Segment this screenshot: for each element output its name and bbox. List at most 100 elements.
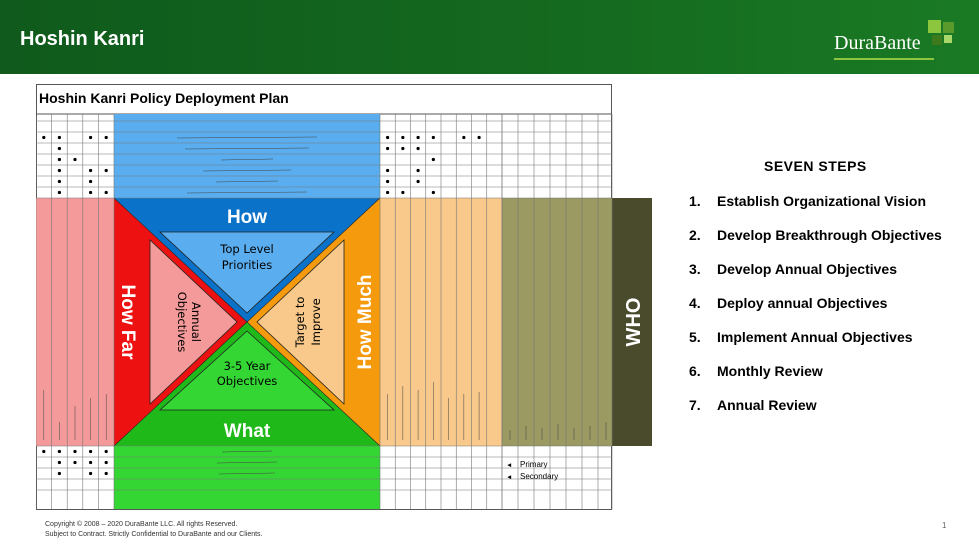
dot-mark	[462, 135, 466, 140]
left-triangle-line2: Objectives	[175, 292, 189, 353]
top-rows-band	[114, 114, 380, 198]
dot-mark	[73, 460, 77, 465]
dot-mark	[104, 190, 108, 195]
dot-mark	[57, 460, 61, 465]
dot-mark	[104, 471, 108, 476]
logo-square-icon	[943, 22, 954, 33]
step-label: Annual Review	[717, 397, 817, 413]
step-label: Implement Annual Objectives	[717, 329, 913, 345]
dot-mark	[401, 135, 405, 140]
dot-mark	[416, 135, 420, 140]
dot-mark	[416, 146, 420, 151]
step-item: 4. Deploy annual Objectives	[689, 295, 942, 329]
diagonal-line	[113, 197, 381, 447]
legend-secondary: Secondary	[520, 472, 558, 481]
handwriting-scribble	[216, 461, 278, 464]
dot-mark	[401, 190, 405, 195]
slide-title: Hoshin Kanri	[20, 28, 145, 50]
who-label: WHO	[623, 298, 645, 347]
dot-mark	[89, 471, 93, 476]
how-much-label: How Much	[355, 275, 376, 370]
dot-mark	[386, 135, 390, 140]
dot-mark	[386, 190, 390, 195]
right-triangle-line1: Target to	[293, 297, 307, 349]
secondary-marker-icon: ◄	[506, 474, 512, 481]
dot-mark	[73, 157, 77, 162]
policy-deployment-diagram: How What How Far How Much WHO Top Level …	[36, 84, 652, 512]
bottom-triangle-line2: Objectives	[217, 374, 278, 388]
dot-mark	[386, 168, 390, 173]
dot-mark	[416, 168, 420, 173]
handwriting-scribble	[176, 136, 318, 139]
step-number: 3.	[689, 261, 701, 277]
handwriting-scribble	[202, 169, 292, 172]
diagram-title: Hoshin Kanri Policy Deployment Plan	[39, 90, 289, 106]
confidential-text: Subject to Contract. Strictly Confidenti…	[45, 531, 263, 538]
step-item: 5.Implement Annual Objectives	[689, 329, 942, 363]
dot-mark	[386, 146, 390, 151]
step-item: 2. Develop Breakthrough Objectives	[689, 227, 942, 261]
logo-underline	[834, 58, 934, 60]
dot-mark	[89, 449, 93, 454]
dot-mark	[73, 449, 77, 454]
logo-square-icon	[928, 20, 941, 33]
left-triangle-line1: Annual	[189, 302, 203, 342]
dot-mark	[57, 135, 61, 140]
grid-scribbles	[43, 136, 607, 475]
steps-list: 1.Establish Organizational Vision 2. Deve…	[689, 193, 942, 431]
top-triangle-line1: Top Level	[219, 242, 273, 256]
footer: Copyright © 2008 – 2020 DuraBante LLC. A…	[45, 520, 263, 540]
step-label: Develop Breakthrough Objectives	[717, 227, 942, 243]
step-label: Develop Annual Objectives	[717, 261, 897, 277]
left-columns-band	[36, 198, 114, 446]
logo-square-icon	[944, 35, 952, 43]
top-level-priorities-triangle	[158, 231, 336, 314]
dot-mark	[401, 146, 405, 151]
dot-mark	[104, 135, 108, 140]
who-columns-band	[502, 198, 612, 446]
dot-mark	[477, 135, 481, 140]
step-label: Monthly Review	[717, 363, 823, 379]
dot-mark	[57, 190, 61, 195]
three-five-year-triangle	[158, 330, 336, 411]
step-number: 7.	[689, 397, 701, 413]
dot-mark	[42, 449, 46, 454]
step-item: 3. Develop Annual Objectives	[689, 261, 942, 295]
what-label: What	[224, 421, 271, 442]
slide-header: Hoshin Kanri DuraBante	[0, 0, 979, 74]
primary-marker-icon: ◄	[506, 462, 512, 469]
handwriting-scribble	[184, 147, 310, 150]
top-triangle-line2: Priorities	[222, 258, 272, 272]
diagram-graphic: How What How Far How Much WHO Top Level …	[36, 84, 652, 510]
dot-mark	[431, 157, 435, 162]
handwriting-scribble	[221, 450, 273, 453]
handwriting-scribble	[220, 158, 274, 161]
dot-mark	[57, 146, 61, 151]
dot-mark	[57, 179, 61, 184]
step-number: 6.	[689, 363, 701, 379]
step-item: 7. Annual Review	[689, 397, 942, 431]
dot-mark	[57, 168, 61, 173]
annual-objectives-triangle	[149, 239, 238, 405]
dot-mark	[89, 460, 93, 465]
bottom-triangle-line1: 3-5 Year	[224, 359, 271, 373]
step-number: 4.	[689, 295, 701, 311]
steps-heading: SEVEN STEPS	[764, 158, 867, 174]
dot-mark	[431, 135, 435, 140]
step-label: Deploy annual Objectives	[717, 295, 888, 311]
dot-mark	[57, 449, 61, 454]
step-item: 1.Establish Organizational Vision	[689, 193, 942, 227]
dot-mark	[57, 157, 61, 162]
target-to-improve-triangle	[256, 239, 345, 405]
dot-mark	[89, 190, 93, 195]
bottom-rows-band	[114, 446, 380, 509]
how-label: How	[227, 207, 267, 228]
dot-mark	[104, 168, 108, 173]
dot-mark	[42, 135, 46, 140]
dot-mark	[386, 179, 390, 184]
grid-dots	[42, 135, 481, 476]
right-triangle-line2: Improve	[309, 298, 323, 345]
handwriting-scribble	[186, 191, 308, 194]
step-item: 6. Monthly Review	[689, 363, 942, 397]
step-number: 2.	[689, 227, 701, 243]
